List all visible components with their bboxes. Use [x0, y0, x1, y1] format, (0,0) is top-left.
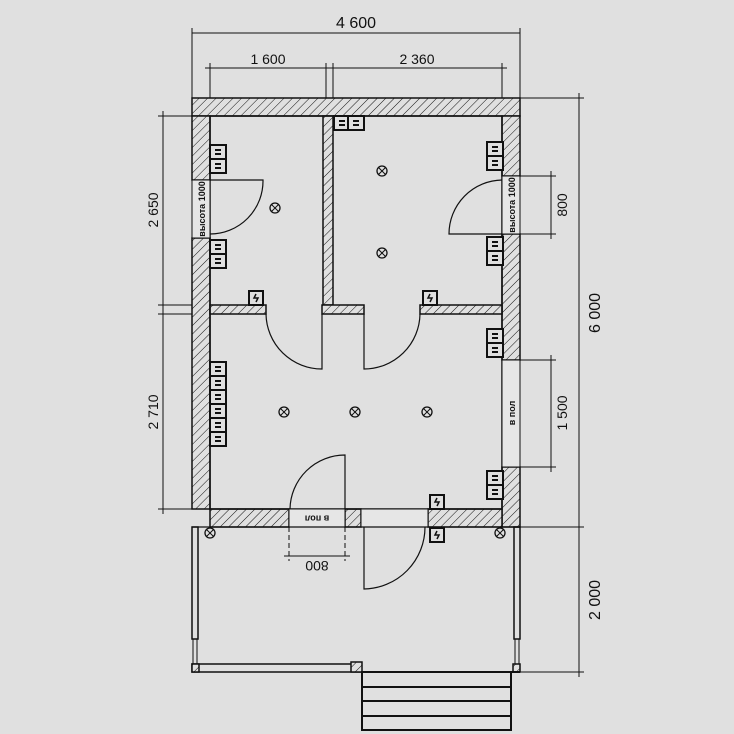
dim-total-width: 4 600	[336, 15, 376, 32]
right-window-label: высота 1000	[507, 177, 517, 232]
hall-window	[501, 359, 521, 468]
light-icon	[278, 406, 290, 418]
doors	[209, 179, 503, 590]
light-icon	[349, 406, 361, 418]
dim-right-window: 800	[554, 193, 570, 217]
stairs	[361, 671, 512, 731]
dim-bottom-window: 800	[305, 558, 329, 574]
switch-icons	[248, 290, 445, 543]
dim-porch-depth: 2 000	[587, 580, 604, 620]
light-icon	[269, 202, 281, 214]
light-icon	[376, 165, 388, 177]
dim-upper-rooms-depth: 2 650	[145, 192, 161, 227]
dim-total-depth: 6 000	[587, 293, 604, 333]
dim-hall-depth: 2 710	[145, 394, 161, 429]
light-icon	[494, 527, 506, 539]
left-window	[191, 179, 211, 239]
bottom-window-label: в пол	[304, 514, 329, 524]
dim-left-room-width: 1 600	[250, 51, 285, 67]
light-icon	[421, 406, 433, 418]
light-icon	[376, 247, 388, 259]
porch	[191, 526, 521, 673]
ceiling-light-icons	[204, 165, 506, 539]
left-window-label: высота 1000	[197, 181, 207, 236]
dim-hall-window: 1 500	[554, 395, 570, 430]
dim-right-room-width: 2 360	[399, 51, 434, 67]
hall-window-label: в пол	[507, 400, 517, 425]
entry-doorway	[360, 508, 429, 528]
dimension-lines	[158, 28, 584, 677]
walls	[191, 97, 521, 528]
right-window	[501, 175, 521, 235]
light-icon	[204, 527, 216, 539]
